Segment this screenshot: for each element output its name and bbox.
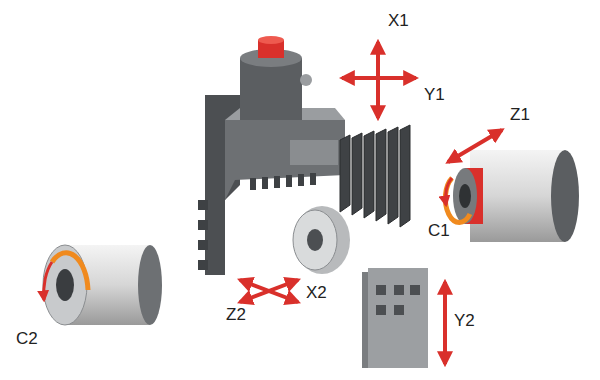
axis-label: Z2 [226, 306, 246, 323]
axis-label: Z1 [510, 106, 530, 123]
axis-label: C2 [16, 330, 38, 347]
axis-label: C1 [428, 222, 450, 239]
axis-label: Y1 [424, 86, 445, 103]
axis-label: Y2 [454, 312, 475, 329]
axis-label: X2 [306, 284, 327, 301]
axis-label: X1 [388, 12, 409, 29]
